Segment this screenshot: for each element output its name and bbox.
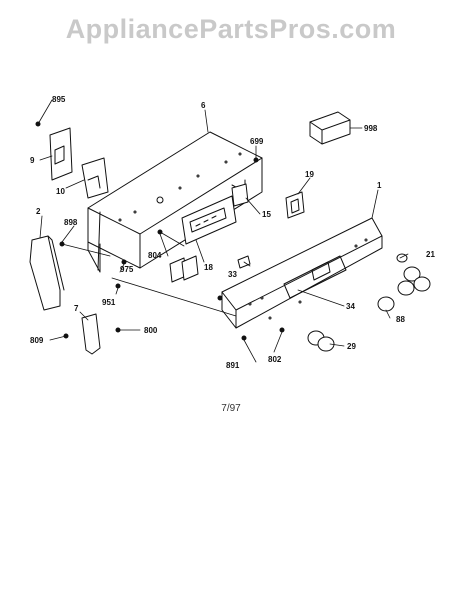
revision-code: 7/97 (221, 403, 241, 414)
callout-975: 975 (120, 265, 134, 274)
callout-10: 10 (56, 187, 65, 196)
switch-15 (231, 183, 249, 207)
callout-18: 18 (204, 263, 213, 272)
callout-labels: 895 6 699 998 9 10 15 19 1 2 898 18 804 … (30, 95, 435, 370)
bracket-7 (81, 313, 101, 355)
callout-891: 891 (226, 361, 240, 370)
side-bracket-9 (49, 127, 73, 181)
callout-898: 898 (64, 218, 78, 227)
front-control-panel-1 (221, 217, 383, 329)
callout-804: 804 (148, 251, 162, 260)
callout-1: 1 (377, 181, 382, 190)
callout-895: 895 (52, 95, 66, 104)
callout-88: 88 (396, 315, 405, 324)
leader-lines (37, 99, 409, 363)
callout-15: 15 (262, 210, 271, 219)
callout-998: 998 (364, 124, 378, 133)
control-board-18 (181, 195, 237, 245)
callout-29: 29 (347, 342, 356, 351)
knobs (307, 253, 431, 352)
callout-19: 19 (305, 170, 314, 179)
callout-809: 809 (30, 336, 44, 345)
bracket-10 (81, 157, 109, 199)
rear-panel (87, 131, 263, 273)
switch-19 (285, 191, 305, 219)
callout-21: 21 (426, 250, 435, 259)
callout-33: 33 (228, 270, 237, 279)
callout-800: 800 (144, 326, 158, 335)
callout-802: 802 (268, 355, 282, 364)
callout-699: 699 (250, 137, 264, 146)
callout-951: 951 (102, 298, 116, 307)
callout-2: 2 (36, 207, 41, 216)
callout-7: 7 (74, 304, 79, 313)
callout-9: 9 (30, 156, 35, 165)
callout-6: 6 (201, 101, 206, 110)
end-cap-2 (29, 235, 65, 311)
switch-pair (169, 255, 199, 283)
watermark-logo: AppliancePartsPros.com (65, 14, 397, 44)
part-998 (309, 111, 351, 145)
callout-34: 34 (346, 302, 355, 311)
